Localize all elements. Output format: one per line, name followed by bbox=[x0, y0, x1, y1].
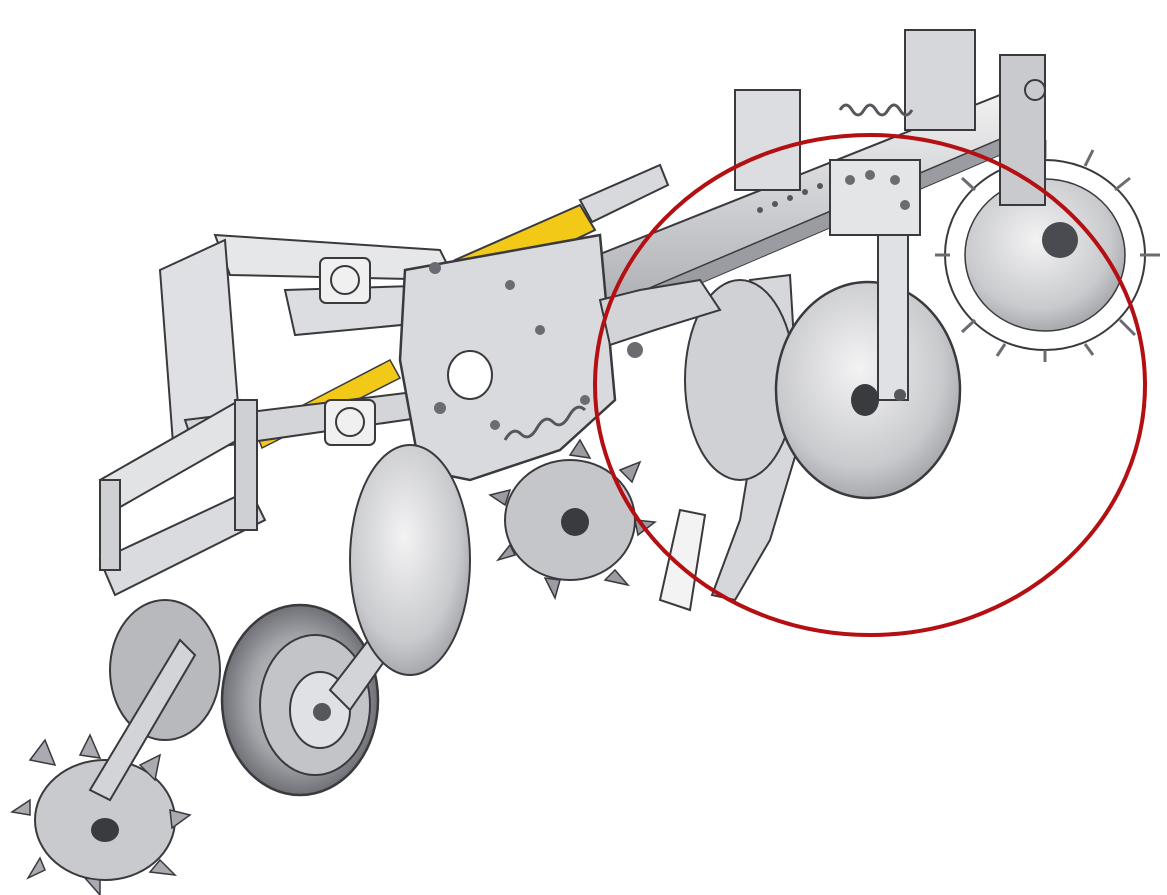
coulter-mount bbox=[598, 159, 921, 358]
top-bracket bbox=[734, 29, 1046, 206]
side-plate bbox=[398, 233, 617, 482]
front-mount-bracket bbox=[98, 398, 267, 597]
rear-spiked-wheel bbox=[935, 140, 1160, 362]
highlight-circle bbox=[593, 133, 1147, 637]
front-row-cleaner bbox=[10, 638, 197, 895]
down-pressure-spring bbox=[503, 405, 587, 441]
